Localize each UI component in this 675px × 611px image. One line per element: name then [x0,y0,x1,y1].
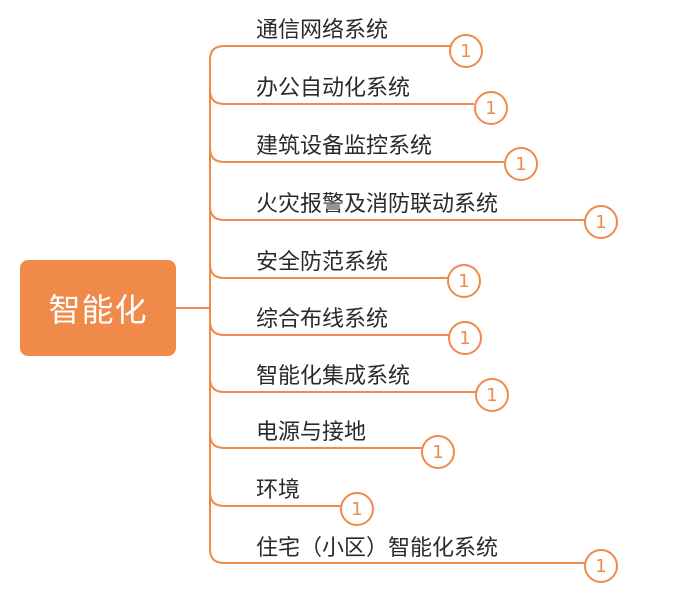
branch-connector [209,548,586,564]
branch-node-label[interactable]: 安全防范系统 [256,250,389,275]
branch-connector [209,45,450,61]
branch-node-label[interactable]: 环境 [256,478,301,503]
branch-node-label[interactable]: 建筑设备监控系统 [256,134,433,159]
branch-node-label[interactable]: 火灾报警及消防联动系统 [256,192,499,217]
branch-count-badge[interactable]: 1 [504,147,538,181]
root-node[interactable]: 智能化 [20,260,176,356]
branch-count-badge[interactable]: 1 [584,205,618,239]
branch-node-label[interactable]: 办公自动化系统 [256,76,411,101]
branch-connector [209,147,504,163]
branch-count-badge[interactable]: 1 [340,492,374,526]
branch-node-label[interactable]: 智能化集成系统 [256,364,411,389]
branch-connector [209,377,476,393]
branch-node-label[interactable]: 住宅（小区）智能化系统 [256,536,499,561]
branch-node-label[interactable]: 电源与接地 [256,420,367,445]
branch-node-label[interactable]: 通信网络系统 [256,18,389,43]
branch-connector [209,320,450,336]
branch-count-badge[interactable]: 1 [448,321,482,355]
branch-count-badge[interactable]: 1 [449,34,483,68]
branch-connector [209,491,342,507]
branch-connector [209,263,448,279]
branch-connector [209,89,474,105]
branch-node-label[interactable]: 综合布线系统 [256,307,389,332]
branch-count-badge[interactable]: 1 [584,549,618,583]
branch-count-badge[interactable]: 1 [421,435,455,469]
branch-connector [209,205,586,221]
branch-count-badge[interactable]: 1 [474,91,508,125]
branch-count-badge[interactable]: 1 [475,378,509,412]
root-node-label: 智能化 [48,291,148,329]
branch-count-badge[interactable]: 1 [447,264,481,298]
branch-connector [209,433,422,449]
